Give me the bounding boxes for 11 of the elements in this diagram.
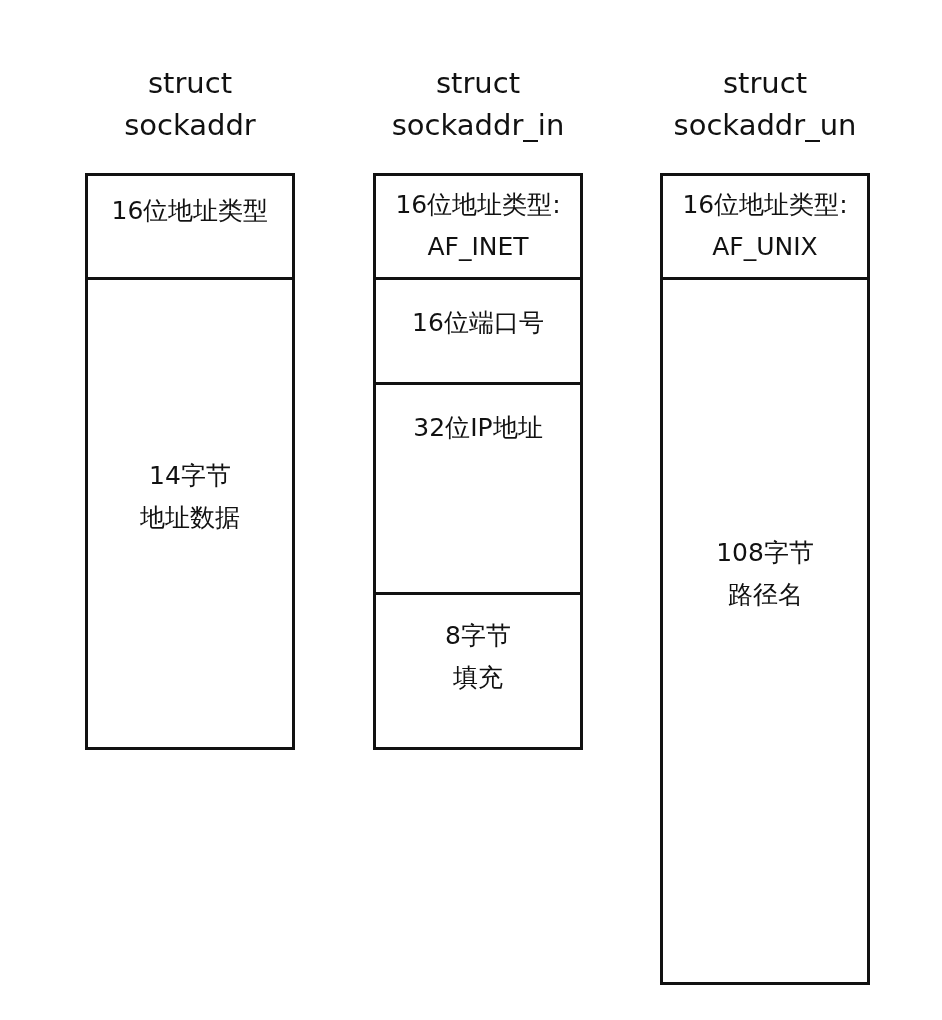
struct-heading: struct sockaddr_un <box>672 65 858 144</box>
field-cell: 16位地址类型: AF_INET <box>376 176 580 275</box>
field-cell: 16位地址类型 <box>88 176 292 275</box>
field-cell: 8字节填充 <box>376 592 580 746</box>
field-cell: 32位IP地址 <box>376 382 580 589</box>
field-cell: 16位地址类型: AF_UNIX <box>663 176 867 275</box>
struct-heading: struct sockaddr_in <box>390 65 566 144</box>
field-cell: 108字节路径名 <box>663 277 867 981</box>
struct-heading: struct sockaddr <box>123 65 257 144</box>
field-cell: 16位端口号 <box>376 277 580 379</box>
field-cell: 14字节地址数据 <box>88 277 292 746</box>
